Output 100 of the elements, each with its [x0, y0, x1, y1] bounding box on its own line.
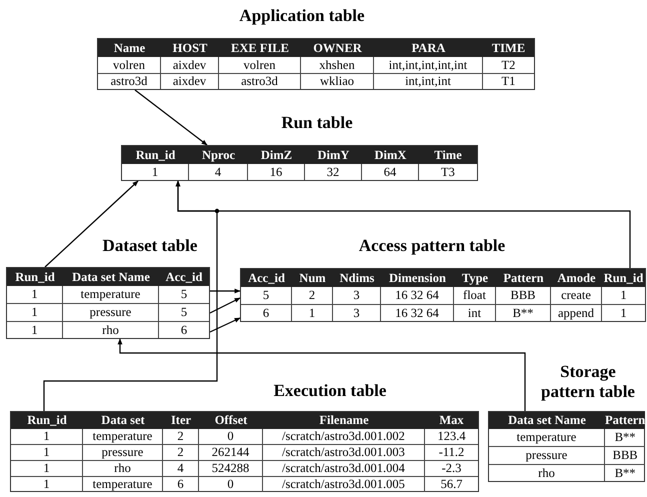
- table-cell: 5: [159, 304, 209, 322]
- table-cell: 64: [362, 164, 419, 180]
- column-header: Amode: [551, 269, 602, 287]
- table-cell: 1: [7, 322, 63, 338]
- column-header: Ndims: [333, 269, 381, 287]
- table-cell: 6: [163, 477, 199, 492]
- table-cell: -2.3: [425, 461, 478, 477]
- table-cell-text: T3: [440, 164, 456, 180]
- table-cell: 4: [189, 164, 248, 180]
- table-cell: 123.4: [425, 429, 478, 445]
- data-table: [121, 145, 478, 181]
- column-header: DimZ: [248, 146, 305, 164]
- column-header: EXE FILE: [219, 39, 301, 57]
- table-cell: volren: [98, 57, 161, 74]
- table-cell: rho: [83, 461, 163, 477]
- column-header: Nproc: [189, 146, 248, 164]
- table-cell-text: 6: [180, 322, 188, 338]
- table-cell: temperature: [83, 429, 163, 445]
- table-cell: wkliao: [301, 74, 374, 89]
- table-title: Access pattern table: [358, 236, 506, 256]
- table-cell: /scratch/astro3d.001.003: [263, 445, 425, 461]
- column-header: Num: [292, 269, 333, 287]
- table-cell-text: 56.7: [440, 477, 464, 492]
- arrow: [44, 180, 138, 268]
- column-header: Run_id: [11, 412, 83, 429]
- table-title: Dataset table: [102, 236, 198, 256]
- table-cell: 2: [163, 429, 199, 445]
- column-header: Run_id: [7, 268, 63, 286]
- table-cell: BBB: [496, 287, 551, 305]
- table-cell: pressure: [489, 447, 605, 465]
- table-cell: rho: [63, 322, 159, 338]
- data-table: [10, 411, 479, 492]
- table-cell: volren: [219, 57, 301, 74]
- table-cell: /scratch/astro3d.001.005: [263, 477, 425, 492]
- table-cell: temperature: [63, 286, 159, 304]
- column-header: Acc_id: [159, 268, 209, 286]
- data-table: [488, 411, 645, 482]
- column-header: Pattern: [605, 412, 646, 429]
- table-title: Application table: [238, 6, 366, 26]
- table-cell: 32: [305, 164, 362, 180]
- arrow: [118, 338, 526, 411]
- table-cell: append: [551, 305, 602, 321]
- column-header: Offset: [199, 412, 263, 429]
- table-cell: 5: [159, 286, 209, 304]
- arrow: [210, 288, 241, 294]
- table-cell: 16: [248, 164, 305, 180]
- arrow: [134, 90, 208, 146]
- table-title: Storage pattern table: [540, 362, 636, 403]
- table-cell: 2: [163, 445, 199, 461]
- table-cell: /scratch/astro3d.001.002: [263, 429, 425, 445]
- column-header: Run_id: [122, 146, 189, 164]
- data-table: [97, 38, 535, 90]
- table-title: Run table: [280, 113, 354, 134]
- column-header: PARA: [374, 39, 483, 57]
- table-cell: int,int,int,int,int: [374, 57, 483, 74]
- table-cell: 4: [163, 461, 199, 477]
- table-cell-text: B**: [614, 465, 637, 481]
- table-cell: 0: [199, 429, 263, 445]
- table-cell: 16 32 64: [381, 305, 454, 321]
- column-header: Time: [419, 146, 477, 164]
- table-cell: 6: [241, 305, 292, 321]
- table-cell: 1: [11, 429, 83, 445]
- table-cell: int,int,int: [374, 74, 483, 89]
- table-cell: 524288: [199, 461, 263, 477]
- column-header: Filename: [263, 412, 425, 429]
- column-header: OWNER: [301, 39, 374, 57]
- table-cell: 1: [602, 287, 645, 305]
- table-cell-text: 1: [619, 305, 628, 321]
- table-cell: 1: [122, 164, 189, 180]
- table-cell: 16 32 64: [381, 287, 454, 305]
- table-cell: astro3d: [219, 74, 301, 89]
- table-cell: B**: [496, 305, 551, 321]
- table-cell: BBB: [605, 447, 646, 465]
- column-header: Pattern: [496, 269, 551, 287]
- table-cell: astro3d: [98, 74, 161, 89]
- table-cell: 1: [11, 445, 83, 461]
- arrow: [210, 297, 241, 314]
- arrow: [43, 180, 218, 411]
- table-cell: 1: [11, 477, 83, 492]
- table-cell: 1: [292, 305, 333, 321]
- column-header: Max: [425, 412, 478, 429]
- column-header: TIME: [483, 39, 534, 57]
- table-cell: 3: [333, 305, 381, 321]
- table-cell: 2: [292, 287, 333, 305]
- table-cell: 1: [7, 286, 63, 304]
- table-cell: pressure: [83, 445, 163, 461]
- table-cell: 262144: [199, 445, 263, 461]
- table-cell: B**: [605, 429, 646, 447]
- table-cell: T2: [483, 57, 534, 74]
- column-header: DimY: [305, 146, 362, 164]
- table-cell: create: [551, 287, 602, 305]
- column-header: Name: [98, 39, 161, 57]
- table-cell: 3: [333, 287, 381, 305]
- table-title: Execution table: [272, 381, 388, 402]
- table-cell: 0: [199, 477, 263, 492]
- table-cell: temperature: [489, 429, 605, 447]
- table-cell: aixdev: [161, 74, 219, 89]
- table-cell: pressure: [63, 304, 159, 322]
- table-cell: temperature: [83, 477, 163, 492]
- table-cell-text: T1: [500, 74, 516, 89]
